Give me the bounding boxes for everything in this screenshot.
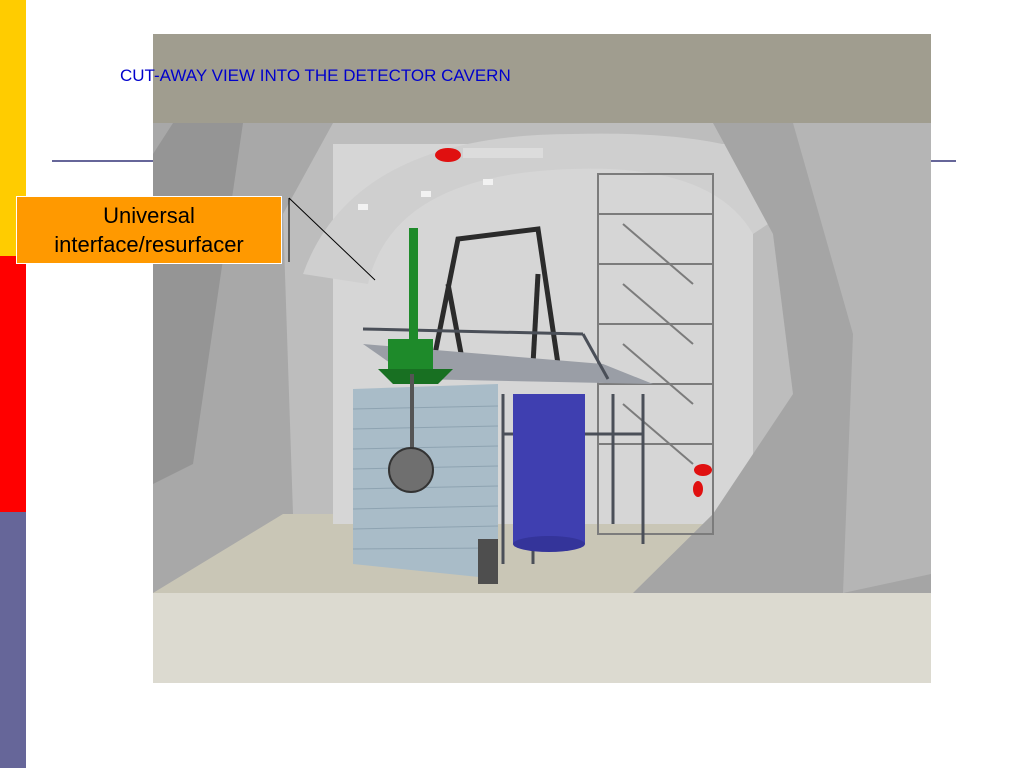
page-title: CUT-AWAY VIEW INTO THE DETECTOR CAVERN — [120, 66, 511, 85]
accent-stripe-blue — [0, 512, 26, 768]
accent-stripe-red — [0, 256, 26, 512]
cavern-render-image — [153, 34, 931, 683]
callout-line-2: interface/resurfacer — [54, 232, 244, 257]
callout-label: Universal interface/resurfacer — [16, 196, 282, 264]
callout-line-1: Universal — [103, 203, 195, 228]
